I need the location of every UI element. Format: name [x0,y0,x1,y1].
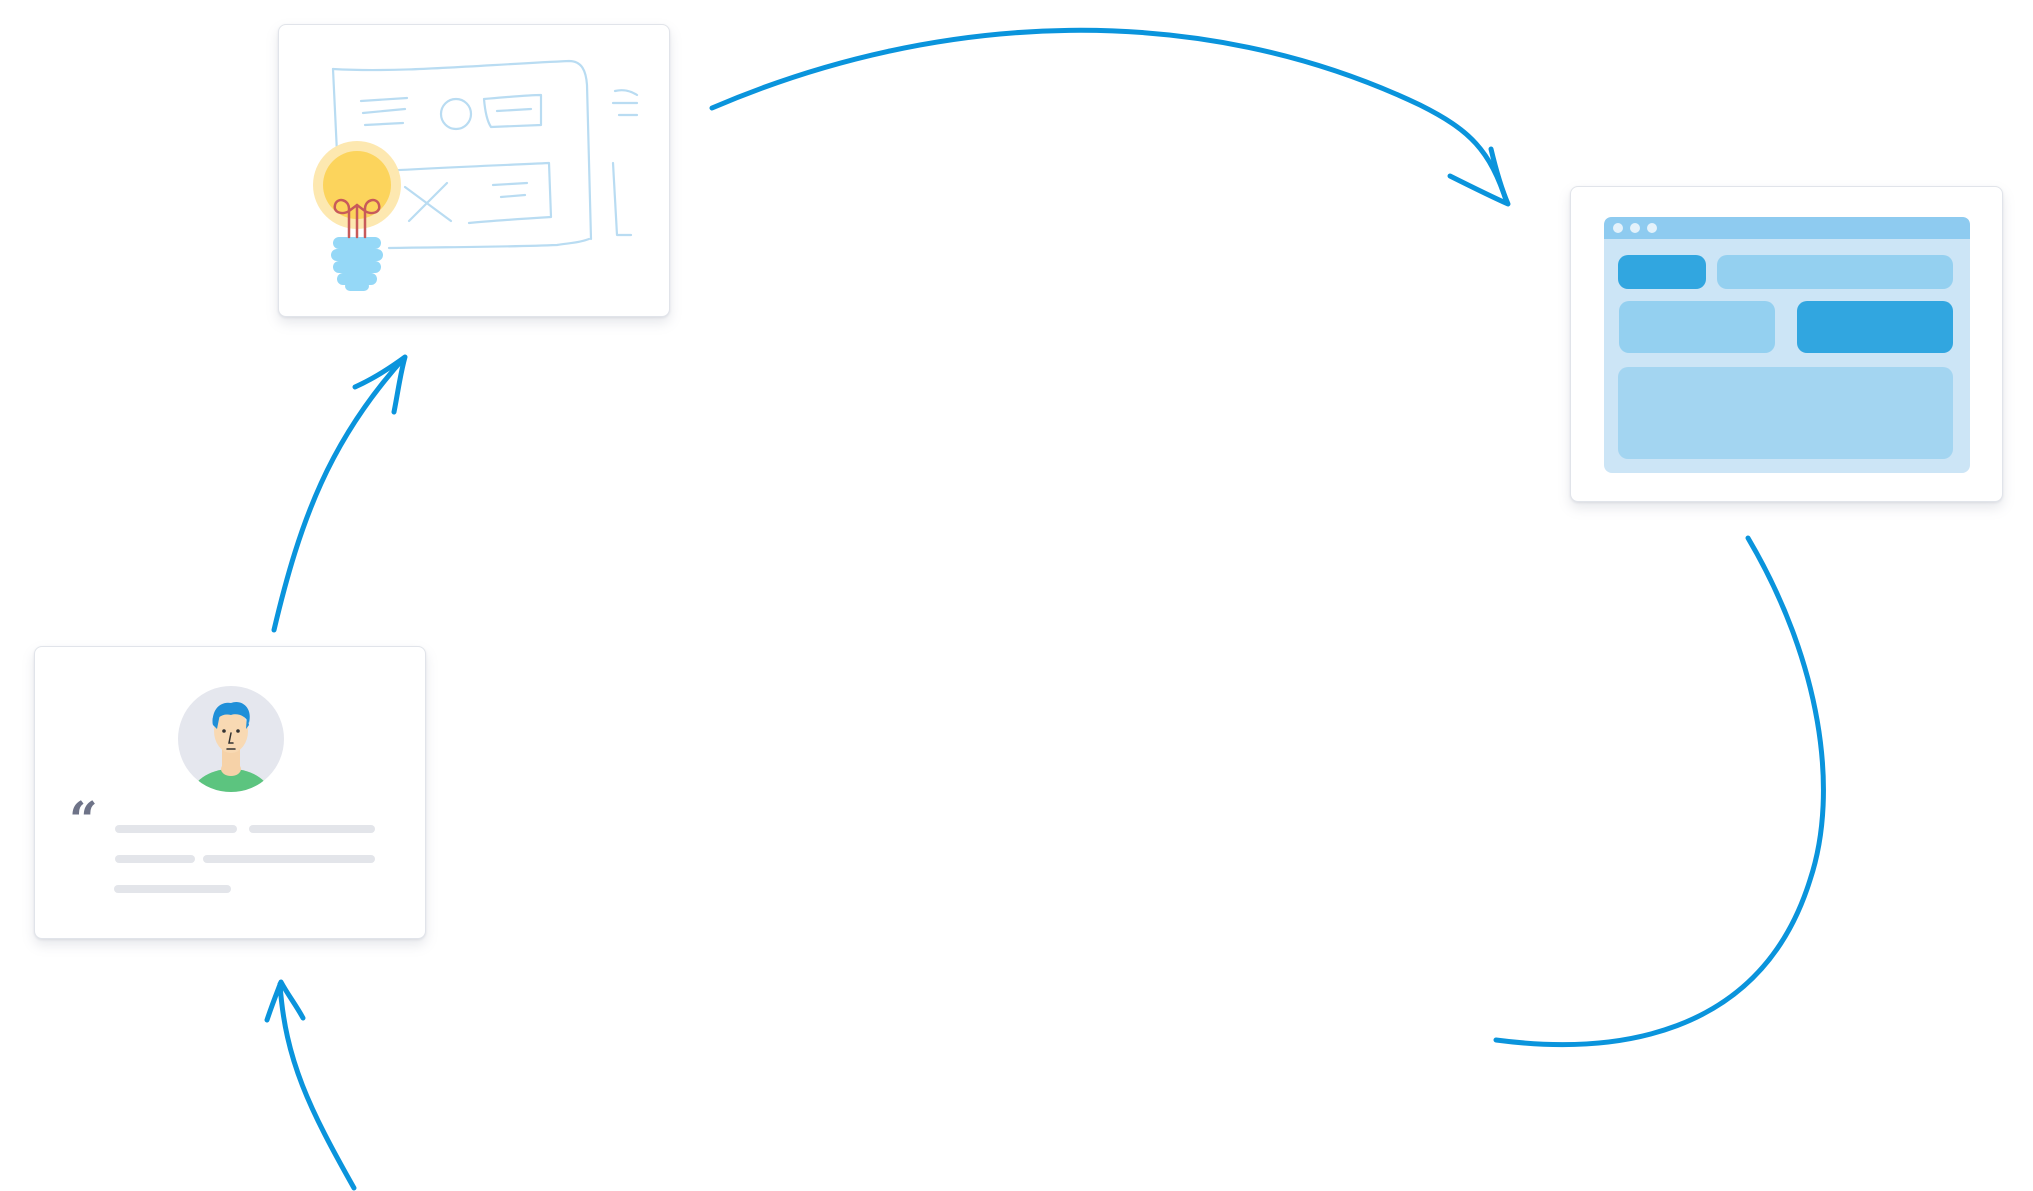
browser-nav-pill [1618,255,1706,289]
window-dot-1 [1613,223,1623,233]
arrow-loop-to-feedback [277,981,357,1191]
browser-block-light [1619,301,1775,353]
feedback-card: “ [34,646,426,939]
arrow-feedback-to-ideation-head [352,354,408,415]
browser-address-bar [1717,255,1953,289]
lightbulb-wireframe-icon [313,59,639,291]
arrow-ideation-to-prototype-head [1447,146,1511,207]
arrow-ideation-to-prototype [709,27,1510,206]
avatar [178,686,284,792]
arrow-feedback-to-ideation [271,355,407,633]
quote-glyph: “ [69,790,98,849]
text-line-2 [249,825,375,833]
text-line-4 [203,855,375,863]
ideation-card [278,24,670,317]
browser-block-dark [1797,301,1953,353]
arrow-loop-to-feedback-head [264,979,306,1023]
prototype-card [1570,186,2003,502]
text-line-1 [115,825,237,833]
window-dot-3 [1647,223,1657,233]
text-line-5 [114,885,231,893]
browser-content-block [1618,367,1953,459]
browser-titlebar [1604,217,1970,239]
text-line-3 [115,855,195,863]
arrow-prototype-to-loop [1493,535,1826,1048]
user-feedback-icon: “ [69,686,375,893]
browser-window-icon [1604,217,1970,473]
window-dot-2 [1630,223,1640,233]
